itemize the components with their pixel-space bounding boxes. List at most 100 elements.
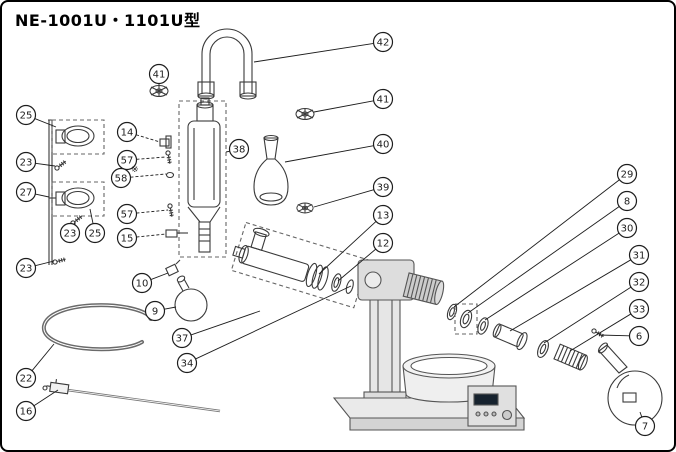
ring-clamp-lower [49,181,105,217]
callout-circle [131,272,153,294]
callout-number: 32 [633,278,646,289]
callout-number: 57 [121,210,134,221]
callout-number: 27 [20,188,33,199]
callout-7: 7 [634,411,656,437]
callout-57: 57 [116,203,169,225]
callout-42: 42 [253,31,394,63]
leader-line [337,248,377,282]
callout-number: 23 [20,158,33,169]
callout-circle [616,217,638,239]
callout-57: 57 [116,149,167,171]
leader-line [130,173,167,178]
page-title: NE-1001U・1101U型 [15,11,201,30]
callout-circle [144,300,166,322]
leader-line [35,162,56,167]
callout-13: 13 [318,204,394,275]
vacuum-hose [42,303,154,352]
leader-line [467,206,620,314]
callout-note-marker: ※ [131,165,139,175]
small-flask [253,134,289,206]
callout-circle [116,227,138,249]
callout-number: 8 [624,197,630,208]
callout-23: 23 [59,221,81,244]
leader-line [135,134,161,143]
glass-bulb [174,275,208,322]
leader-line [34,118,57,128]
callout-number: 25 [89,229,102,240]
callout-number: 6 [636,332,642,343]
callout-number: 40 [377,140,390,151]
callout-number: 41 [377,95,390,106]
callout-circle [628,298,650,320]
callout-33: 33 [569,298,650,352]
callout-9: 9 [144,300,177,322]
callout-number: 31 [633,251,646,262]
glass-tube [42,379,221,413]
callout-37: 37 [171,310,261,349]
callout-31: 31 [509,244,650,332]
callout-circle [634,415,656,437]
callout-number: 14 [121,128,134,139]
leader-line [569,313,632,352]
callout-25: 25 [84,208,106,244]
callout-number: 23 [64,229,77,240]
callout-25: 25 [15,104,57,128]
leader-line [33,389,59,407]
screw-set [51,159,84,266]
joint-clip-right [295,107,315,121]
callout-circle [372,133,394,155]
callout-circle [616,163,638,185]
callout-15: 15 [116,227,167,249]
callout-number: 15 [121,234,134,245]
callout-number: 12 [377,239,390,250]
callout-circle [372,204,394,226]
callout-number: 58 [115,174,128,185]
callout-number: 10 [136,279,149,290]
leader-line [313,189,375,208]
leader-line [318,221,377,275]
leader-line [31,343,55,371]
leader-line [136,209,169,214]
callout-number: 38 [233,145,246,156]
callout-10: 10 [131,272,169,294]
leader-line [598,334,630,337]
leader-line [195,285,352,360]
callout-6: 6 [598,325,650,347]
callout-58: 58※ [110,165,167,189]
shaft-parts-row [446,303,606,371]
callout-number: 25 [20,111,33,122]
callout-number: 39 [377,183,390,194]
callout-circle [616,190,638,212]
callout-number: 7 [642,422,648,433]
callout-circle [628,325,650,347]
callout-circle [15,151,37,173]
callout-number: 9 [152,307,158,318]
callout-29: 29 [453,163,638,308]
leader-line [35,260,55,267]
callout-27: 27 [15,181,50,203]
mid-fittings [159,135,188,238]
callout-number: 16 [20,407,33,418]
callout-39: 39 [313,176,394,208]
callout-8: 8 [467,190,638,314]
leader-line [190,310,261,336]
callout-circle [148,63,170,85]
callout-number: 29 [621,170,634,181]
leader-line [164,306,177,310]
callout-16: 16 [15,389,59,422]
callout-12: 12 [337,232,394,282]
callout-circle [116,121,138,143]
leader-line [509,259,632,332]
callout-34: 34 [176,285,352,374]
callout-circle [84,222,106,244]
callout-circle [110,167,132,189]
callout-41: 41 [148,63,170,85]
leader-line [484,232,620,321]
callout-circle [15,400,37,422]
callout-number: 34 [181,359,194,370]
leader-line [453,179,620,308]
leader-line [150,272,169,281]
callout-circle [59,222,81,244]
callout-number: 42 [377,38,390,49]
